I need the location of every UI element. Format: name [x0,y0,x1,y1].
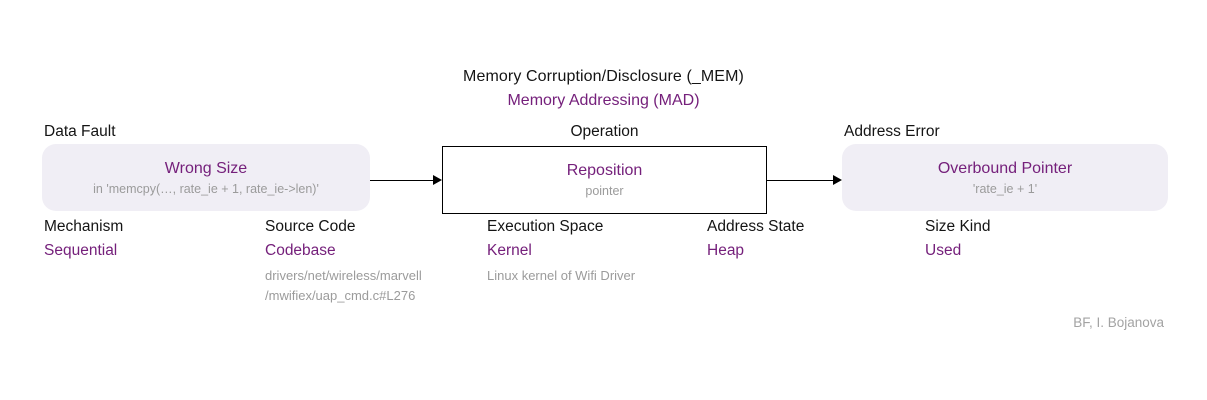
node-reposition: Reposition pointer [442,146,767,214]
node-reposition-detail: pointer [585,184,624,198]
attr-address-state: Address State Heap [707,218,922,266]
arrow-head-icon [833,175,842,185]
attr-execution-space-value: Kernel [487,242,532,259]
attr-address-state-label: Address State [707,218,805,235]
node-overbound-pointer-title: Overbound Pointer [937,159,1073,177]
arrow-line [370,180,435,181]
attr-execution-space: Execution Space Kernel Linux kernel of W… [487,218,702,286]
node-wrong-size-detail: in 'memcpy(…, rate_ie + 1, rate_ie->len)… [93,181,319,196]
attr-mechanism-label: Mechanism [44,218,124,235]
arrow-line [767,180,835,181]
attr-size-kind: Size Kind Used [925,218,1140,266]
attr-size-kind-label: Size Kind [925,218,991,235]
attr-execution-space-note: Linux kernel of Wifi Driver [487,268,636,283]
attribution-text: BF, I. Bojanova [1073,315,1164,330]
node-wrong-size: Wrong Size in 'memcpy(…, rate_ie + 1, ra… [42,144,370,211]
flow-arrow-mid-to-right [767,175,842,185]
attr-source-code-note: /mwifiex/uap_cmd.c#L276 [265,287,416,303]
node-wrong-size-title: Wrong Size [164,159,248,177]
attr-size-kind-value: Used [925,242,962,259]
node-overbound-pointer: Overbound Pointer 'rate_ie + 1' [842,144,1168,211]
attr-source-code-value: Codebase [265,242,336,259]
node-label-address-error: Address Error [844,123,940,140]
node-reposition-title: Reposition [566,162,643,179]
flow-arrow-left-to-mid [370,175,442,185]
diagram-subtitle: Memory Addressing (MAD) [507,92,700,109]
attr-source-code-label: Source Code [265,218,356,235]
attr-execution-space-label: Execution Space [487,218,604,235]
attr-mechanism-value: Sequential [44,242,118,259]
attr-source-code-note: drivers/net/wireless/marvell [265,268,422,283]
node-overbound-pointer-detail: 'rate_ie + 1' [972,181,1038,196]
attr-source-code: Source Code Codebase drivers/net/wireles… [265,218,480,305]
attr-address-state-value: Heap [707,242,745,259]
diagram-title: Memory Corruption/Disclosure (_MEM) [463,68,744,85]
node-label-operation: Operation [570,123,639,140]
arrow-head-icon [433,175,442,185]
attr-mechanism: Mechanism Sequential [44,218,259,266]
node-label-data-fault: Data Fault [44,123,116,140]
